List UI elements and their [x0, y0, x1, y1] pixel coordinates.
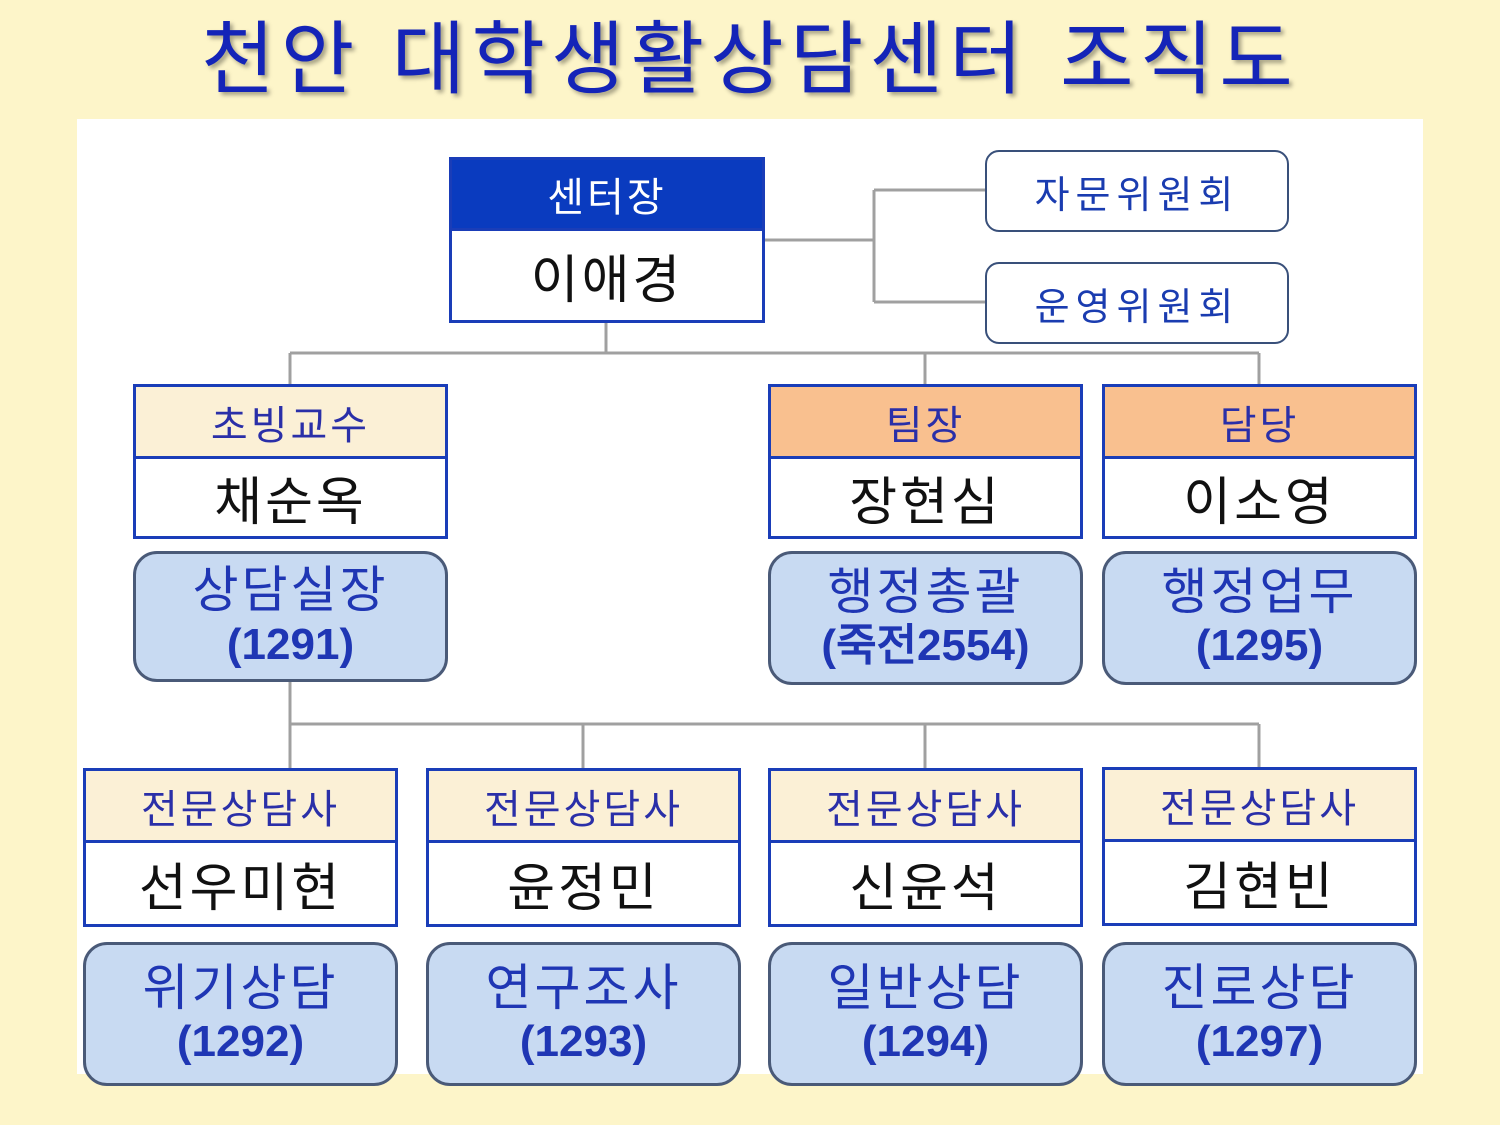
extension-number: (1294) — [861, 1017, 990, 1067]
person-name: 김현빈 — [1183, 858, 1336, 918]
extension-number: (1295) — [1195, 621, 1324, 671]
duty-label: 행정총괄 — [827, 562, 1024, 621]
director-role: 센터장 — [452, 160, 762, 231]
person-name: 신윤석 — [849, 859, 1002, 919]
duty-label: 상담실장 — [192, 561, 389, 620]
person-name: 선우미현 — [138, 859, 343, 919]
role-label: 전문상담사 — [1105, 770, 1414, 842]
duty-label: 연구조사 — [485, 958, 682, 1017]
counselor-box: 전문상담사 김현빈 — [1102, 767, 1417, 926]
person-name: 이소영 — [1183, 473, 1336, 533]
person-name: 채순옥 — [214, 473, 367, 533]
counselor-box: 전문상담사 윤정민 — [426, 768, 741, 927]
counselor-box: 전문상담사 신윤석 — [768, 768, 1083, 927]
duty-label: 행정업무 — [1161, 562, 1358, 621]
extension-number: (1291) — [226, 619, 355, 669]
extension-number: (죽전2554) — [821, 621, 1030, 671]
duty-box: 연구조사 (1293) — [426, 942, 741, 1086]
connector-director-row1 — [288, 322, 1261, 385]
person-name: 장현심 — [849, 473, 1002, 533]
duty-label: 일반상담 — [827, 958, 1024, 1017]
advisory-committee: 자문위원회 — [985, 150, 1289, 232]
extension-number: (1293) — [519, 1017, 648, 1067]
duty-box: 진로상담 (1297) — [1102, 942, 1417, 1086]
person-name: 윤정민 — [507, 859, 660, 919]
connector-chief-counselors — [288, 681, 1261, 769]
role-label: 전문상담사 — [86, 771, 395, 843]
director-box: 센터장 이애경 — [449, 157, 765, 323]
role-label: 전문상담사 — [771, 771, 1080, 843]
duty-box: 상담실장 (1291) — [133, 551, 448, 682]
connector-director-committees — [763, 188, 986, 304]
staff-box: 담당 이소영 — [1102, 384, 1417, 539]
operating-committee: 운영위원회 — [985, 262, 1289, 344]
duty-box: 일반상담 (1294) — [768, 942, 1083, 1086]
team-leader-box: 팀장 장현심 — [768, 384, 1083, 539]
duty-box: 위기상담 (1292) — [83, 942, 398, 1086]
role-label: 전문상담사 — [429, 771, 738, 843]
extension-number: (1297) — [1195, 1017, 1324, 1067]
extension-number: (1292) — [176, 1017, 305, 1067]
chief-counselor-box: 초빙교수 채순옥 — [133, 384, 448, 539]
duty-label: 진로상담 — [1161, 958, 1358, 1017]
counselor-box: 전문상담사 선우미현 — [83, 768, 398, 927]
duty-label: 위기상담 — [142, 958, 339, 1017]
role-label: 초빙교수 — [136, 387, 445, 459]
page-title: 천안 대학생활상담센터 조직도 — [201, 13, 1299, 106]
duty-box: 행정업무 (1295) — [1102, 551, 1417, 685]
director-name: 이애경 — [530, 251, 684, 311]
duty-box: 행정총괄 (죽전2554) — [768, 551, 1083, 685]
role-label: 담당 — [1105, 387, 1414, 459]
role-label: 팀장 — [771, 387, 1080, 459]
